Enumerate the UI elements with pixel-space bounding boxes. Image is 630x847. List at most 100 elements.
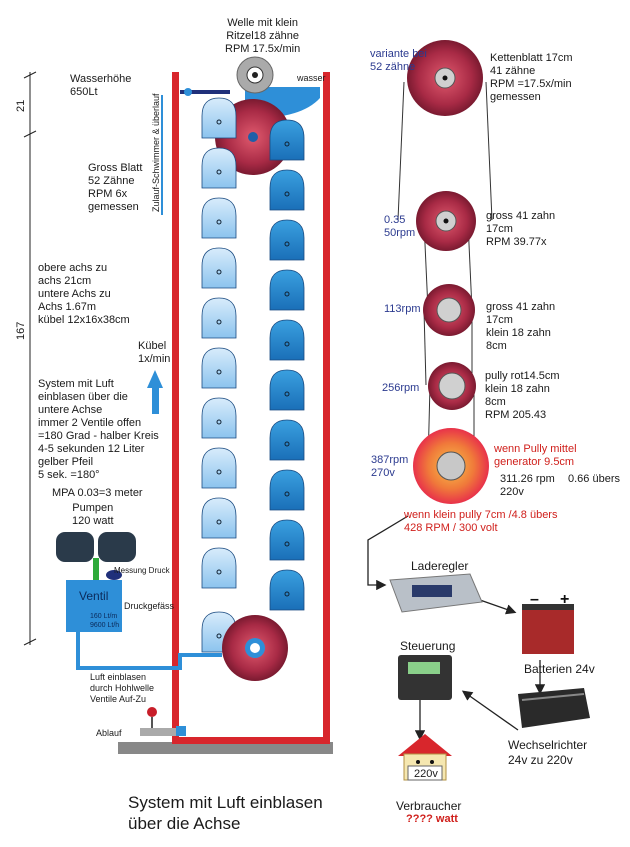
bucket-1 (201, 147, 237, 189)
ventil-label: Ventil (79, 589, 109, 603)
bucket-mark-20 (216, 633, 222, 639)
bucket-mark-1 (216, 169, 222, 175)
ground-base (118, 742, 333, 754)
bucket-mark-18 (284, 541, 290, 547)
zulauf-label: Zulauf-Schwimmer & überlauf (151, 93, 161, 212)
bucket-mark-6 (216, 419, 222, 425)
gear2-label: gross 41 zahn 17cm klein 18 zahn 8cm (486, 301, 556, 352)
rpm1-label: 0.35 50rpm (384, 214, 416, 239)
bucket-mark-0 (216, 119, 222, 125)
pump-icons (56, 532, 136, 562)
bucket-mark-10 (284, 141, 290, 147)
bucket-mark-11 (284, 191, 290, 197)
bucket-8 (201, 497, 237, 539)
bucket-3 (201, 247, 237, 289)
bucket-mark-15 (284, 391, 290, 397)
bucket-4 (201, 297, 237, 339)
dim-21-label: 21 (15, 99, 27, 112)
wasserhoehe-label: Wasserhöhe 650Lt (70, 73, 132, 98)
bucket-chain (201, 97, 305, 653)
wasser-label: wasser (297, 73, 326, 83)
bucket-mark-12 (284, 241, 290, 247)
generator-label: wenn Pully mittel generator 9.5cm (494, 443, 577, 468)
messung-label: Messung Druck (114, 566, 170, 575)
batterien-label: Batterien 24v (524, 662, 595, 676)
wechsel-label: Wechselrichter 24v zu 220v (508, 738, 588, 767)
house-consumer-icon (398, 734, 452, 781)
luft-label: Luft einblasen durch Hohlwelle Ventile A… (90, 672, 155, 704)
ablauf-label: Ablauf (96, 728, 122, 738)
inverter-icon (518, 688, 590, 728)
pressure-gauge (106, 570, 122, 580)
rpm3-label: 256rpm (382, 382, 420, 394)
watt-label: ???? watt (406, 813, 458, 825)
bucket-5 (201, 347, 237, 389)
battery-icon: – + (522, 591, 574, 654)
achs-label: obere achs zu achs 21cm untere Achs zu A… (38, 262, 130, 326)
bucket-mark-9 (216, 569, 222, 575)
druckgefaess-label: Druckgefäss (124, 601, 175, 611)
bucket-11 (269, 169, 305, 211)
gross-blatt-label: Gross Blatt 52 Zähne RPM 6x gemessen (88, 162, 143, 213)
bucket-mark-16 (284, 441, 290, 447)
welle-label: Welle mit klein Ritzel18 zähne RPM 17.5x… (225, 17, 301, 55)
bucket-7 (201, 447, 237, 489)
bucket-17 (269, 469, 305, 511)
bucket-mark-19 (284, 591, 290, 597)
bucket-9 (201, 547, 237, 589)
bucket-18 (269, 519, 305, 561)
bucket-14 (269, 319, 305, 361)
generator2-label: 311.26 rpm 220v (500, 473, 555, 498)
kuebel-label: Kübel 1x/min (138, 340, 171, 365)
bucket-12 (269, 219, 305, 261)
uebers-label: 0.66 übers (568, 473, 620, 485)
bucket-mark-4 (216, 319, 222, 325)
bucket-mark-13 (284, 291, 290, 297)
svg-text:–: – (530, 591, 539, 608)
steuerung-label: Steuerung (400, 639, 456, 653)
pump-pipe (93, 558, 99, 580)
bucket-10 (269, 119, 305, 161)
gear1-label: gross 41 zahn 17cm RPM 39.77x (486, 210, 556, 248)
svg-text:+: + (560, 591, 569, 608)
bucket-mark-3 (216, 269, 222, 275)
bucket-mark-14 (284, 341, 290, 347)
bucket-mark-2 (216, 219, 222, 225)
bucket-mark-17 (284, 491, 290, 497)
belt-lines (397, 81, 493, 466)
bucket-15 (269, 369, 305, 411)
bucket-16 (269, 419, 305, 461)
bucket-0 (201, 97, 237, 139)
top-pinion-icon (236, 56, 274, 94)
height-dimension (23, 71, 37, 646)
flow-arrows (367, 515, 546, 741)
flow-label: 160 Lt/m 9600 Lt/h (90, 613, 120, 629)
klein-pully-label: wenn klein pully 7cm /4.8 übers 428 RPM … (404, 509, 558, 534)
charge-controller-icon (389, 573, 483, 613)
tower-frame (172, 72, 330, 744)
laderegler-label: Laderegler (411, 559, 469, 573)
bucket-2 (201, 197, 237, 239)
v220-label: 220v (414, 768, 438, 780)
variante-label: variante bei 52 zähne (370, 48, 427, 73)
bucket-6 (201, 397, 237, 439)
gear-wheels (407, 40, 489, 504)
kettenblatt-label: Kettenblatt 17cm 41 zähne RPM =17.5x/min… (490, 52, 573, 103)
dim-167-label: 167 (15, 321, 27, 340)
bucket-mark-7 (216, 469, 222, 475)
drain-valve (140, 707, 186, 736)
ventil-box (66, 580, 122, 632)
inflow-pipe (161, 88, 230, 215)
gear3-label: pully rot14.5cm klein 18 zahn 8cm RPM 20… (485, 370, 560, 421)
system-label: System mit Luft einblasen über die unter… (38, 378, 159, 481)
bucket-mark-5 (216, 369, 222, 375)
bucket-19 (269, 569, 305, 611)
pumpen-label: Pumpen 120 watt (72, 502, 114, 527)
mpa-label: MPA 0.03=3 meter (52, 487, 143, 499)
rpm4-label: 387rpm 270v (371, 454, 409, 479)
bucket-mark-8 (216, 519, 222, 525)
bucket-direction-arrow (147, 370, 163, 414)
bucket-13 (269, 269, 305, 311)
rpm2-label: 113rpm (384, 303, 421, 315)
